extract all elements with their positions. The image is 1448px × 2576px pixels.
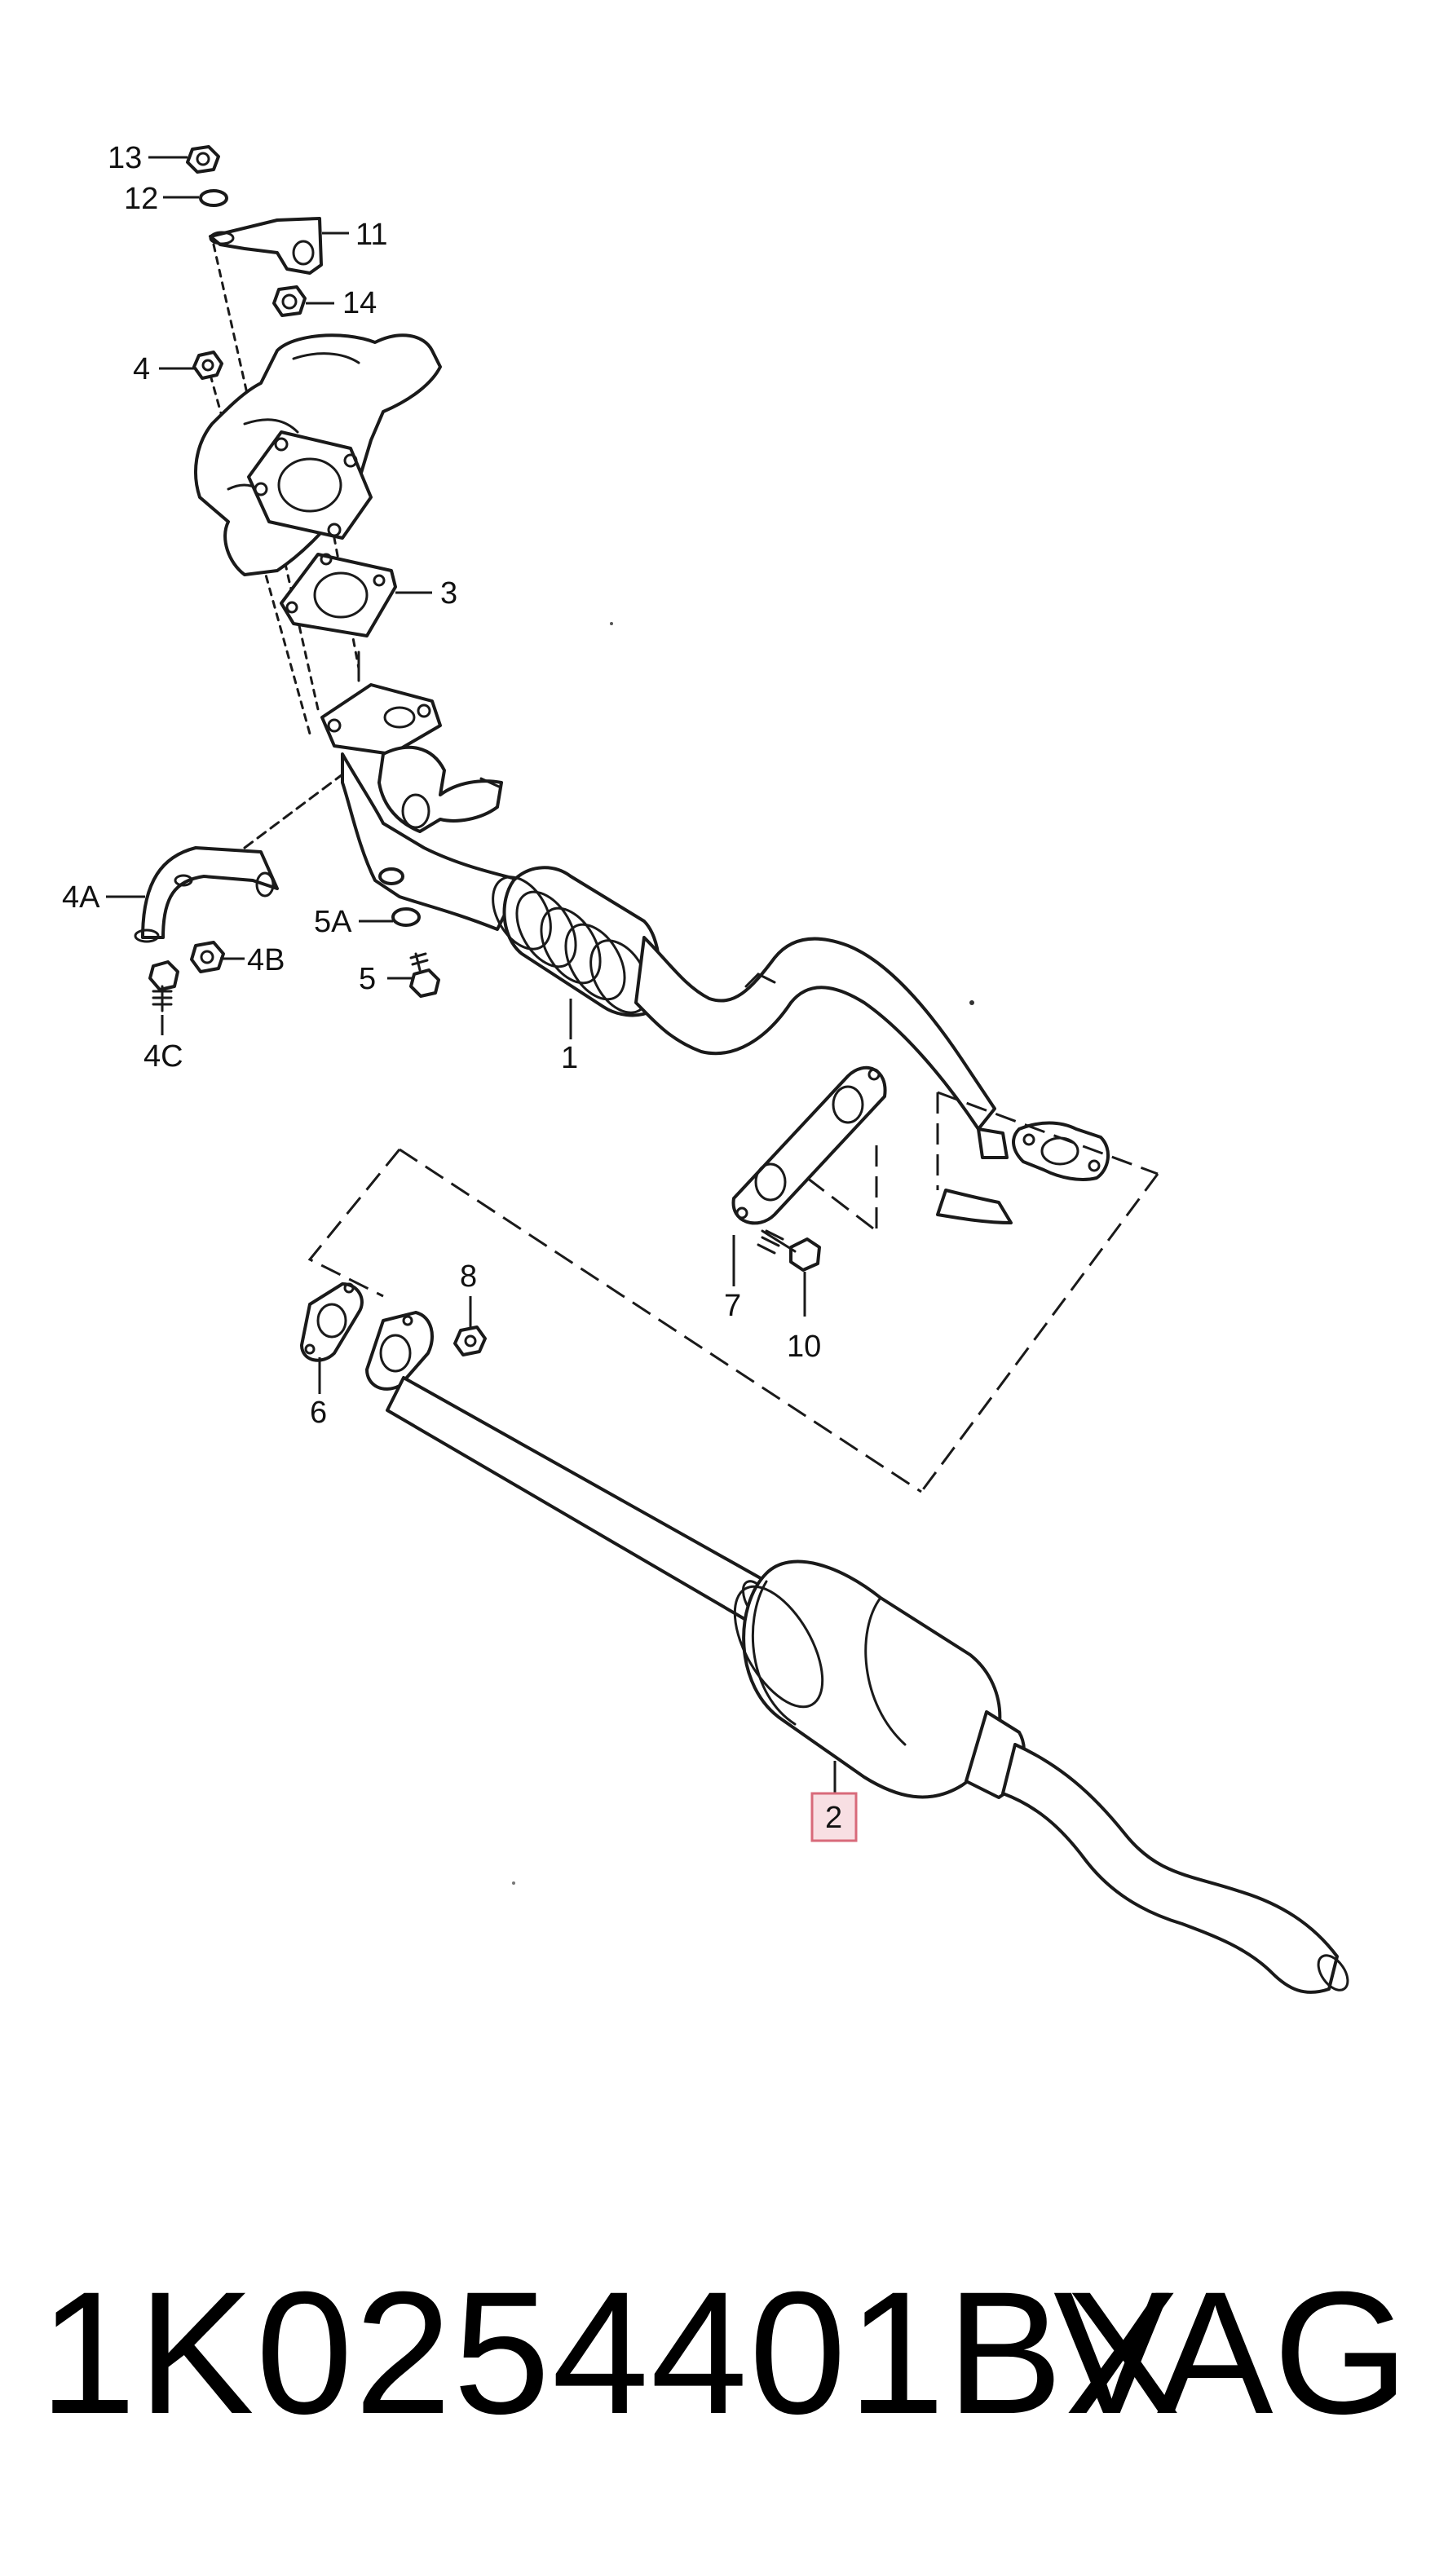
- callout-4: 4: [133, 352, 150, 386]
- bracket-11-icon: [209, 217, 323, 275]
- callout-4c: 4C: [143, 1039, 183, 1074]
- footer: 1K0254401BX VAG: [0, 2266, 1448, 2478]
- highlight-box: [810, 1792, 858, 1842]
- callout-7: 7: [724, 1289, 741, 1323]
- manifold-flange-icon: [247, 430, 373, 540]
- gasket-7-icon: [731, 1065, 887, 1225]
- washer-12-icon: [199, 189, 228, 207]
- upstream-flange-icon: [320, 683, 442, 756]
- intermediate-pipe-icon: [634, 936, 996, 1131]
- callout-1: 1: [561, 1041, 578, 1075]
- nut-4-icon: [192, 351, 223, 380]
- callout-11: 11: [355, 218, 387, 252]
- callout-3: 3: [440, 576, 457, 611]
- bracket-4a-icon: [141, 846, 279, 939]
- callout-8: 8: [460, 1259, 477, 1294]
- callout-12: 12: [124, 182, 158, 216]
- washer-5a-icon: [391, 907, 421, 927]
- callout-4b: 4B: [247, 943, 285, 977]
- brand-name: VAG: [1053, 2256, 1409, 2450]
- bolt-4c-icon: [148, 960, 179, 1012]
- part-number: 1K0254401BX: [39, 2256, 1183, 2450]
- callout-4a: 4A: [62, 880, 100, 915]
- washer-icon: [378, 867, 404, 885]
- exhaust-parts-diagram: 13 12 11 14 4 3 4A 4B 4C 5A 5 1 7 10 8 6…: [62, 141, 1349, 1994]
- gasket-3-icon: [280, 553, 397, 637]
- callout-2-highlight[interactable]: 2: [810, 1792, 858, 1842]
- assembly-boundary-line: [806, 1091, 1159, 1493]
- nut-8-icon: [453, 1325, 487, 1356]
- bolt-5-icon: [409, 952, 440, 998]
- callout-5a: 5A: [314, 905, 352, 939]
- callout-2: 2: [825, 1801, 842, 1835]
- leader-lines: [106, 156, 837, 1793]
- gasket-6-icon: [300, 1282, 364, 1362]
- callout-14: 14: [342, 286, 377, 320]
- catalyst-boundary-line: [307, 1148, 922, 1493]
- bolt-10-icon: [757, 1229, 821, 1272]
- heat-shield-icon: [377, 745, 503, 833]
- callout-10: 10: [787, 1330, 821, 1364]
- downstream-flange-icon: [1012, 1121, 1110, 1181]
- nut-13-icon: [186, 145, 220, 174]
- callout-13: 13: [108, 141, 142, 175]
- catalytic-converter-icon: [365, 1311, 1349, 1994]
- front-pipe-icon: [341, 752, 523, 931]
- callout-6: 6: [310, 1396, 327, 1430]
- callout-5: 5: [359, 962, 376, 996]
- nut-14-icon: [272, 285, 307, 317]
- nut-4b-icon: [190, 941, 225, 973]
